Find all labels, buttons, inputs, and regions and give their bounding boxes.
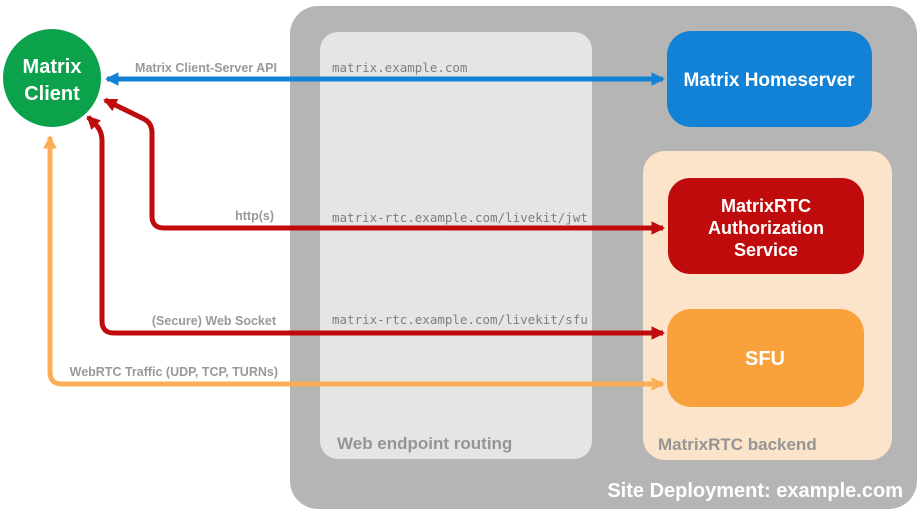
webrtc-arrow — [43, 134, 666, 391]
web-endpoint-routing-label: Web endpoint routing — [337, 434, 512, 453]
sfu-box — [667, 309, 864, 407]
auth-service-label-line2: Authorization — [708, 218, 824, 238]
web-endpoint-routing-panel — [320, 32, 592, 459]
auth-service-label-line3: Service — [734, 240, 798, 260]
matrixrtc-backend-label: MatrixRTC backend — [658, 435, 817, 454]
matrix-client-node — [3, 29, 101, 127]
matrix-homeserver-box — [667, 31, 872, 127]
sfu-label: SFU — [745, 348, 785, 370]
https-arrow-label: http(s) — [235, 209, 274, 223]
matrix-client-label-line2: Client — [24, 83, 80, 105]
websocket-arrow-label: (Secure) Web Socket — [152, 314, 277, 328]
endpoint-url-livekit-sfu: matrix-rtc.example.com/livekit/sfu — [332, 312, 588, 327]
auth-service-box — [668, 178, 864, 274]
matrix-homeserver-label: Matrix Homeserver — [683, 70, 855, 91]
auth-service-label-line1: MatrixRTC — [721, 196, 811, 216]
matrix-client-label-line1: Matrix — [23, 56, 82, 78]
webrtc-arrow-label: WebRTC Traffic (UDP, TCP, TURNs) — [70, 365, 278, 379]
endpoint-url-homeserver: matrix.example.com — [332, 60, 467, 75]
site-deployment-title: Site Deployment: example.com — [607, 480, 903, 502]
endpoint-url-livekit-jwt: matrix-rtc.example.com/livekit/jwt — [332, 210, 588, 225]
api-arrow-label: Matrix Client-Server API — [135, 61, 277, 75]
